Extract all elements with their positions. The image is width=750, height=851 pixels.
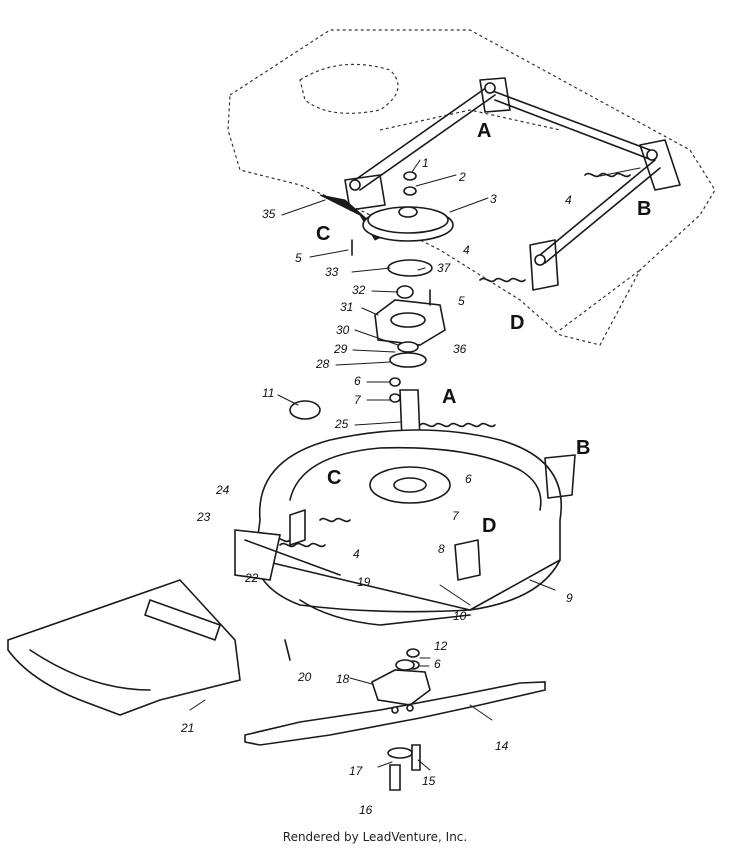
callout-part-17: 17 — [349, 764, 363, 778]
ref-letter-b-top: B — [637, 198, 652, 220]
callout-part-30: 30 — [336, 323, 350, 337]
callout-part-1: 1 — [422, 156, 429, 170]
callout-part-12: 12 — [434, 639, 448, 653]
callout-part-18: 18 — [336, 672, 350, 686]
tractor-frame-outline — [227, 29, 716, 346]
callout-part-35: 35 — [262, 207, 276, 221]
callout-part-4: 4 — [565, 193, 572, 207]
callout-part-31: 31 — [340, 300, 354, 314]
callout-part-23: 23 — [197, 510, 211, 524]
hanger-bracket — [234, 529, 341, 581]
ref-letter-d-deck: D — [482, 515, 497, 537]
ref-letter-c-top: C — [316, 223, 331, 245]
callout-part-10: 10 — [453, 609, 467, 623]
ref-letter-d-top: D — [510, 312, 525, 334]
callout-part-37: 37 — [437, 261, 451, 275]
blade-bolts — [387, 744, 421, 791]
callout-part-9: 9 — [566, 591, 573, 605]
callout-part-21: 21 — [181, 721, 195, 735]
spindle-pulley-stack — [289, 171, 496, 441]
spindle-housing — [284, 639, 431, 706]
callout-part-15: 15 — [422, 774, 436, 788]
callout-part-7b: 7 — [452, 509, 459, 523]
ref-letter-a-top: A — [477, 120, 492, 142]
callout-part-36: 36 — [453, 342, 467, 356]
callout-part-14: 14 — [495, 739, 509, 753]
ref-letter-b-deck: B — [576, 437, 591, 459]
callout-part-11: 11 — [262, 386, 275, 400]
lift-linkage — [344, 77, 681, 291]
callout-part-4c: 4 — [353, 547, 360, 561]
mower-blade — [244, 681, 546, 746]
callout-part-28: 28 — [316, 357, 330, 371]
callout-part-4b: 4 — [463, 243, 470, 257]
callout-part-25: 25 — [335, 417, 349, 431]
callout-leaders — [189, 159, 556, 771]
callout-part-16: 16 — [359, 803, 373, 817]
callout-part-6c: 6 — [434, 657, 441, 671]
callout-part-32: 32 — [352, 283, 366, 297]
callout-part-8: 8 — [438, 542, 445, 556]
ref-letter-a-deck: A — [442, 386, 457, 408]
callout-part-33: 33 — [325, 265, 339, 279]
callout-part-20: 20 — [298, 670, 312, 684]
callout-part-5: 5 — [295, 251, 302, 265]
callout-part-3: 3 — [490, 192, 497, 206]
callout-part-19: 19 — [357, 575, 371, 589]
render-credit: Rendered by LeadVenture, Inc. — [282, 830, 468, 844]
mower-deck — [254, 429, 576, 626]
callout-part-24: 24 — [216, 483, 230, 497]
callout-part-6b: 6 — [465, 472, 472, 486]
callout-part-2: 2 — [459, 170, 466, 184]
callout-part-7: 7 — [354, 393, 361, 407]
discharge-chute — [7, 579, 241, 716]
callout-part-29: 29 — [334, 342, 348, 356]
callout-part-6: 6 — [354, 374, 361, 388]
callout-part-5b: 5 — [458, 294, 465, 308]
callout-part-22: 22 — [245, 571, 259, 585]
ref-letter-c-deck: C — [327, 467, 342, 489]
